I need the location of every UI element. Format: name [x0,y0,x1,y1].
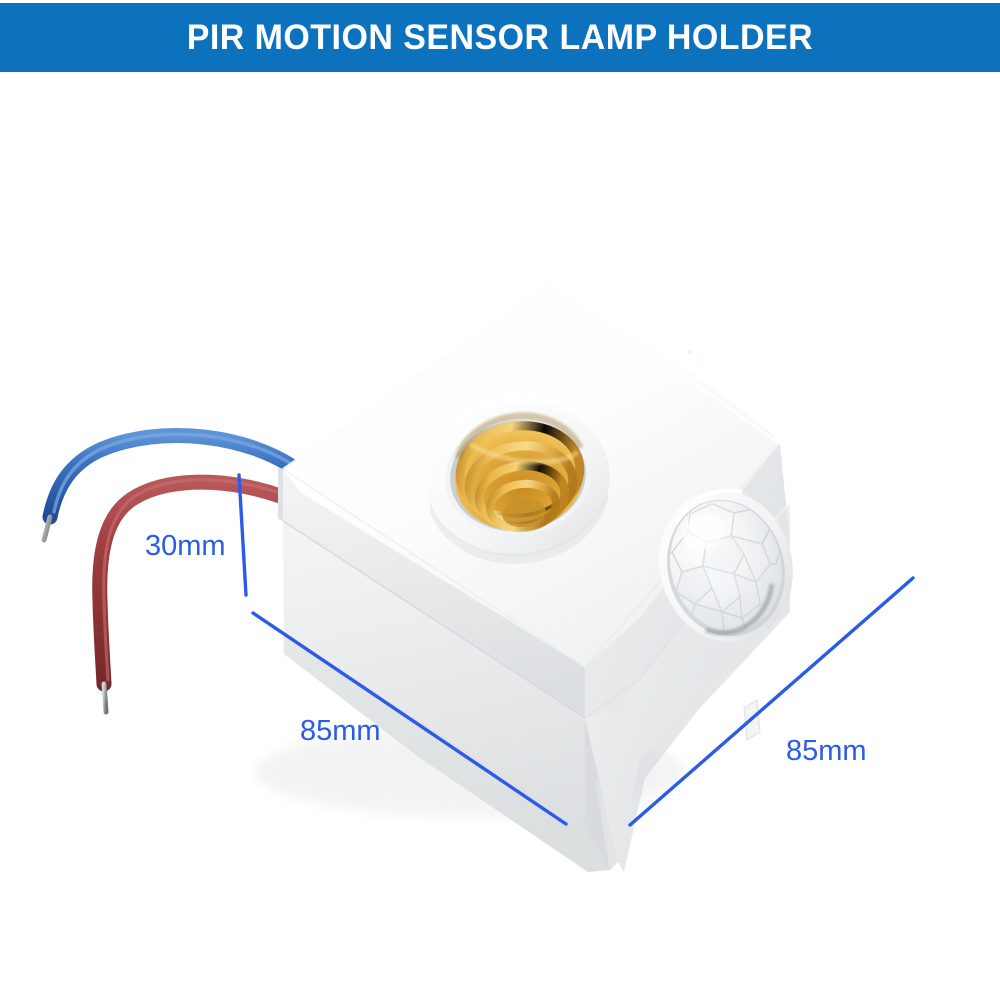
dimension-line-width [628,576,915,827]
product-photo-stage: 30mm 85mm 85mm [0,72,1000,1000]
dimension-annotations: 30mm 85mm 85mm [145,473,915,827]
live-wire [92,474,308,715]
live-wire-tip [101,681,109,715]
body-base-rim [283,632,610,872]
pir-sensor [659,488,793,645]
lamp-socket [426,395,610,564]
dimension-label-depth: 85mm [300,715,381,747]
body-left-edge [278,467,283,521]
socket-threads [455,421,585,533]
dimension-label-height: 30mm [145,530,226,562]
header-banner: PIR MOTION SENSOR LAMP HOLDER [0,3,1000,72]
pir-dome-shade [705,583,775,636]
neutral-wire-tip [41,514,53,543]
surface-speckles [450,350,702,714]
dimension-label-width: 85mm [786,735,867,767]
neutral-wire [41,428,308,543]
wire-group [41,428,308,715]
body-left-face [283,469,585,718]
dimension-line-height [237,473,248,597]
pir-dome-highlight [682,513,726,551]
page-title: PIR MOTION SENSOR LAMP HOLDER [186,17,814,57]
dimension-line-depth [251,611,568,826]
product-illustration [41,282,793,872]
body-lower-left [283,521,610,872]
